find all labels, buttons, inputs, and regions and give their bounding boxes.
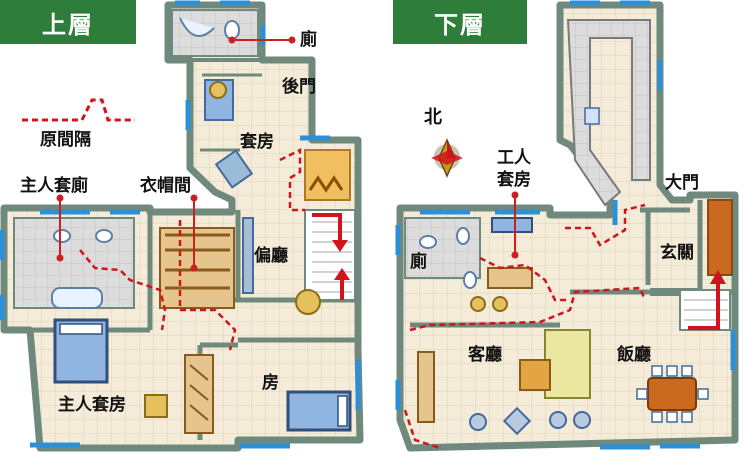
maid-suite-label-line1: 工人	[497, 148, 531, 168]
room-label: 房	[262, 373, 279, 393]
lower-floor-plan	[395, 0, 739, 452]
cloakroom-label: 衣帽間	[140, 176, 191, 196]
maid-suite-label-line2: 套房	[497, 170, 531, 190]
lower-floor-title: 下層	[393, 0, 527, 44]
upper-floor-plan	[0, 0, 364, 452]
lower-toilet-label: 廁	[410, 252, 427, 272]
foyer-label: 玄關	[660, 243, 694, 263]
main-door-label: 大門	[665, 173, 699, 193]
compass-label: 北	[424, 107, 442, 128]
north-arrow-icon	[431, 138, 463, 178]
master-bath-label: 主人套廁	[20, 176, 88, 196]
upper-toilet-fixtures	[171, 9, 259, 57]
side-hall-label: 偏廳	[254, 246, 288, 266]
upper-toilet-label: 廁	[300, 30, 317, 50]
upper-floor-title: 上層	[0, 0, 136, 44]
back-door-label: 後門	[282, 77, 316, 97]
legend-label: 原間隔	[40, 130, 91, 150]
living-room-label: 客廳	[468, 345, 502, 365]
legend-dashed-line	[22, 98, 135, 122]
suite-label: 套房	[240, 132, 274, 152]
master-suite-label: 主人套房	[58, 395, 126, 415]
dining-room-label: 飯廳	[617, 345, 651, 365]
